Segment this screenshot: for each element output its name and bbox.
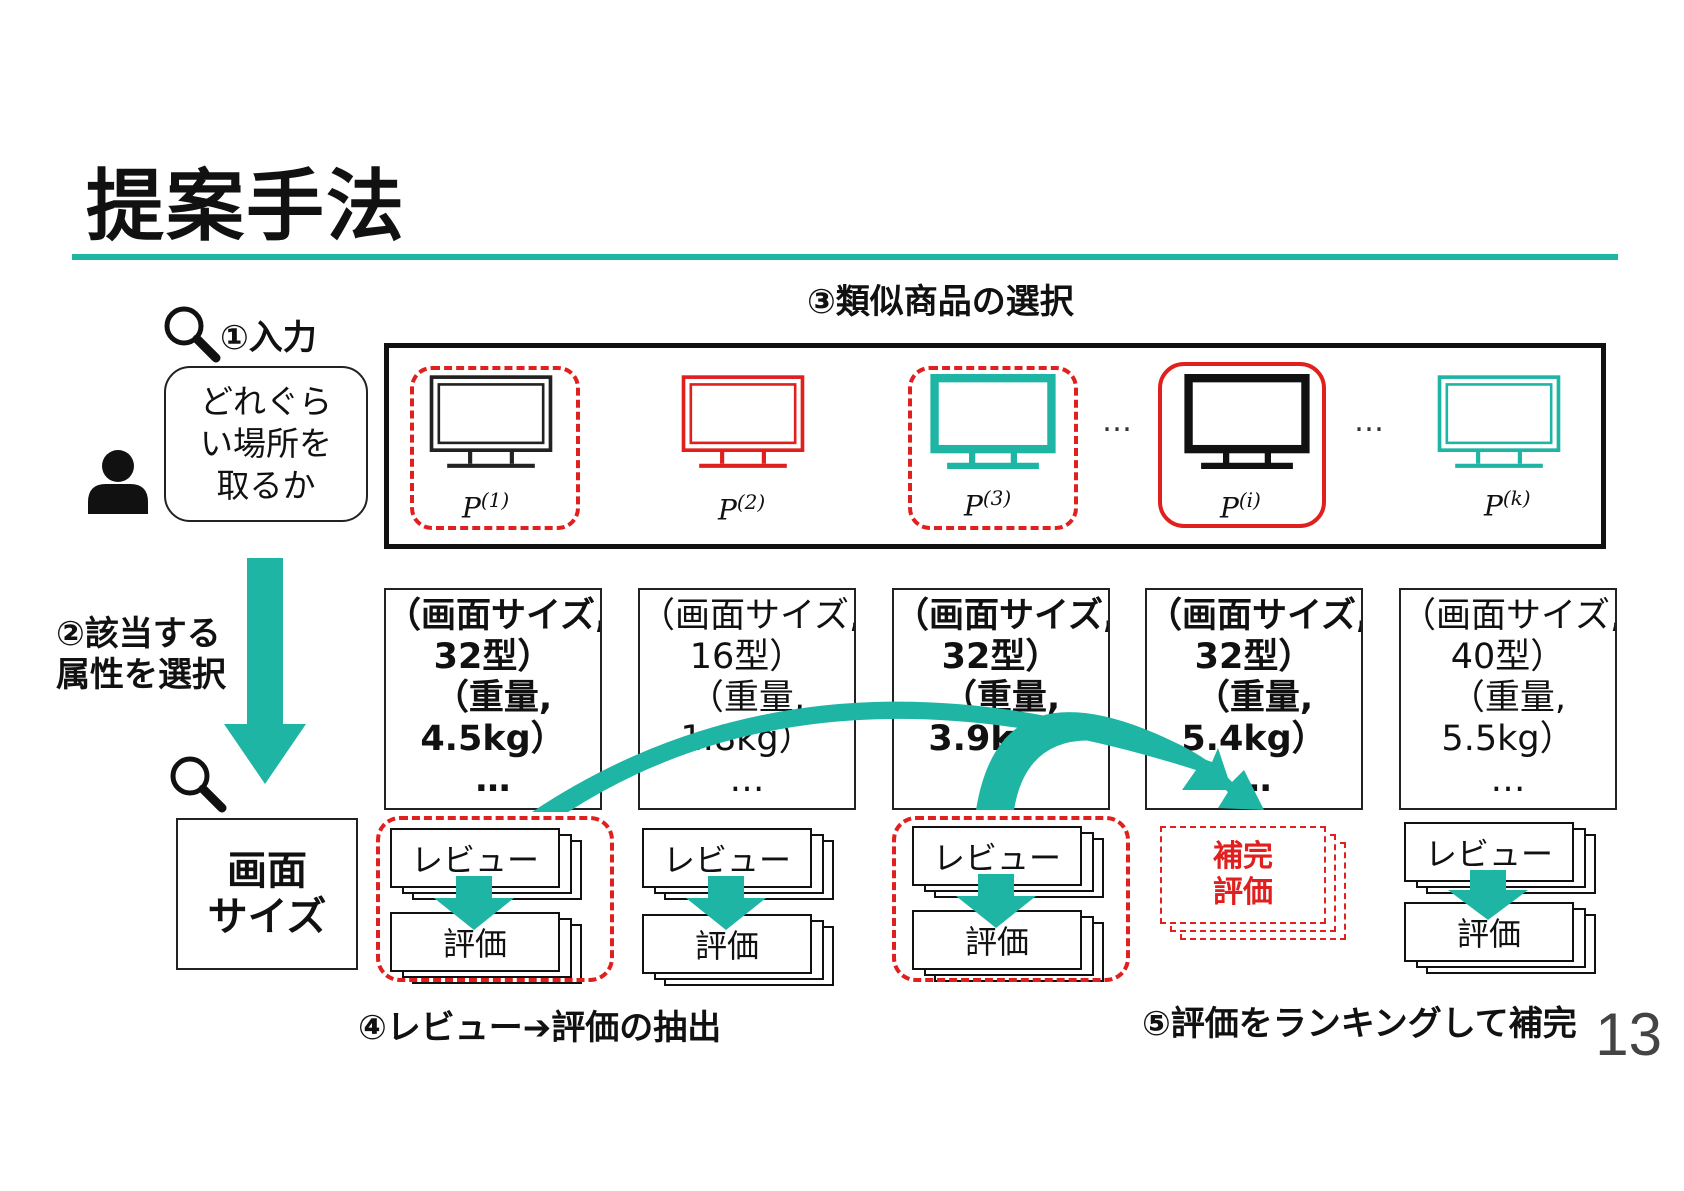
selected-product-highlight	[410, 366, 580, 530]
ellipsis: …	[1354, 404, 1384, 439]
spec-line: …	[1236, 760, 1272, 800]
spec-line: 40型）	[1450, 637, 1566, 677]
spec-line: 5.4kg）	[1181, 719, 1327, 759]
product-label: P(2)	[718, 490, 766, 527]
query-line: い場所を	[200, 423, 332, 463]
tv-icon	[930, 374, 1056, 469]
spec-line: 4.5kg）	[420, 719, 566, 759]
extracted-rating-highlight	[376, 816, 614, 982]
product-label: P(i)	[1220, 488, 1261, 525]
step2-label: ②該当する 属性を選択	[56, 614, 226, 696]
query-line: どれぐら	[200, 381, 332, 421]
spec-box: （画面サイズ, 16型） （重量, 1.8kg） …	[638, 588, 856, 810]
target-product-highlight	[1158, 362, 1326, 528]
review-rating-stack: レビュー 評価	[1404, 822, 1616, 982]
step5-label: ⑤評価をランキングして補完	[1142, 1004, 1577, 1044]
spec-line: 3.9kg）	[928, 719, 1074, 759]
spec-line: 5.5kg）	[1441, 719, 1575, 759]
extract-arrow	[1448, 870, 1528, 920]
spec-line: 16型）	[689, 637, 805, 677]
page-number: 13	[1595, 1001, 1662, 1068]
extract-arrow	[956, 874, 1036, 928]
step3-label: ③類似商品の選択	[807, 282, 1074, 322]
spec-box: （画面サイズ, 40型） （重量, 5.5kg） …	[1399, 588, 1617, 810]
transfer-arrow	[532, 701, 1232, 812]
spec-line: 32型）	[941, 637, 1061, 677]
search-icon	[164, 306, 221, 363]
tv-icon	[429, 375, 553, 468]
spec-line: …	[729, 760, 765, 800]
spec-line: 32型）	[433, 637, 553, 677]
step1-label: ①入力	[220, 318, 317, 358]
spec-box: （画面サイズ, 32型） （重量, 3.9kg） …	[892, 588, 1110, 810]
tv-icon	[1437, 375, 1561, 468]
spec-box: （画面サイズ, 32型） （重量, 5.4kg） …	[1145, 588, 1363, 810]
selected-product-highlight	[908, 366, 1078, 530]
query-line: 取るか	[216, 466, 316, 506]
complemented-rating-stack: 補完 評価	[1160, 826, 1360, 962]
step2-label-line1: ②該当する	[56, 614, 221, 654]
tv-icon	[681, 375, 805, 468]
similar-products-panel	[384, 343, 1606, 549]
step2-label-line2: 属性を選択	[56, 654, 226, 695]
complemented-rating-card: 補完 評価	[1160, 826, 1326, 924]
spec-line: （画面サイズ,	[1147, 596, 1363, 636]
selected-attribute-box: 画面 サイズ	[176, 818, 358, 970]
spec-line: …	[983, 760, 1019, 800]
product-label: P(k)	[1484, 486, 1531, 523]
spec-box: （画面サイズ, 32型） （重量, 4.5kg） …	[384, 588, 602, 810]
spec-line: 1.8kg）	[680, 719, 814, 759]
attribute-line: 画面	[227, 848, 307, 894]
review-rating-stack: レビュー 評価	[642, 828, 854, 988]
spec-line: （画面サイズ,	[894, 596, 1110, 636]
extract-arrow	[686, 876, 766, 930]
spec-line: （画面サイズ,	[386, 596, 602, 636]
product-label: P(1)	[462, 488, 510, 525]
tv-icon	[1184, 374, 1310, 469]
spec-line: （重量,	[688, 678, 806, 718]
spec-line: …	[1490, 760, 1526, 800]
attribute-line: サイズ	[207, 894, 327, 940]
ellipsis: …	[1102, 404, 1132, 439]
page-title: 提案手法	[86, 162, 407, 252]
review-rating-stack: レビュー 評価	[912, 826, 1124, 986]
spec-line: （重量,	[433, 678, 553, 718]
spec-line: （重量,	[1194, 678, 1314, 718]
spec-line: …	[475, 760, 511, 800]
spec-line: （重量,	[1449, 678, 1567, 718]
product-label: P(3)	[964, 486, 1012, 523]
spec-line: （画面サイズ,	[640, 596, 856, 636]
title-underline	[72, 254, 1618, 260]
search-icon	[170, 756, 227, 813]
spec-line: 32型）	[1194, 637, 1314, 677]
extracted-rating-highlight	[892, 816, 1130, 982]
user-icon	[88, 450, 148, 514]
down-arrow	[224, 558, 306, 784]
review-rating-stack: レビュー 評価	[390, 828, 602, 988]
spec-line: （重量,	[941, 678, 1061, 718]
query-box: どれぐら い場所を 取るか	[164, 366, 368, 522]
spec-line: （画面サイズ,	[1401, 596, 1617, 636]
step4-label: ④レビュー➔評価の抽出	[358, 1008, 722, 1048]
extract-arrow	[434, 876, 514, 930]
